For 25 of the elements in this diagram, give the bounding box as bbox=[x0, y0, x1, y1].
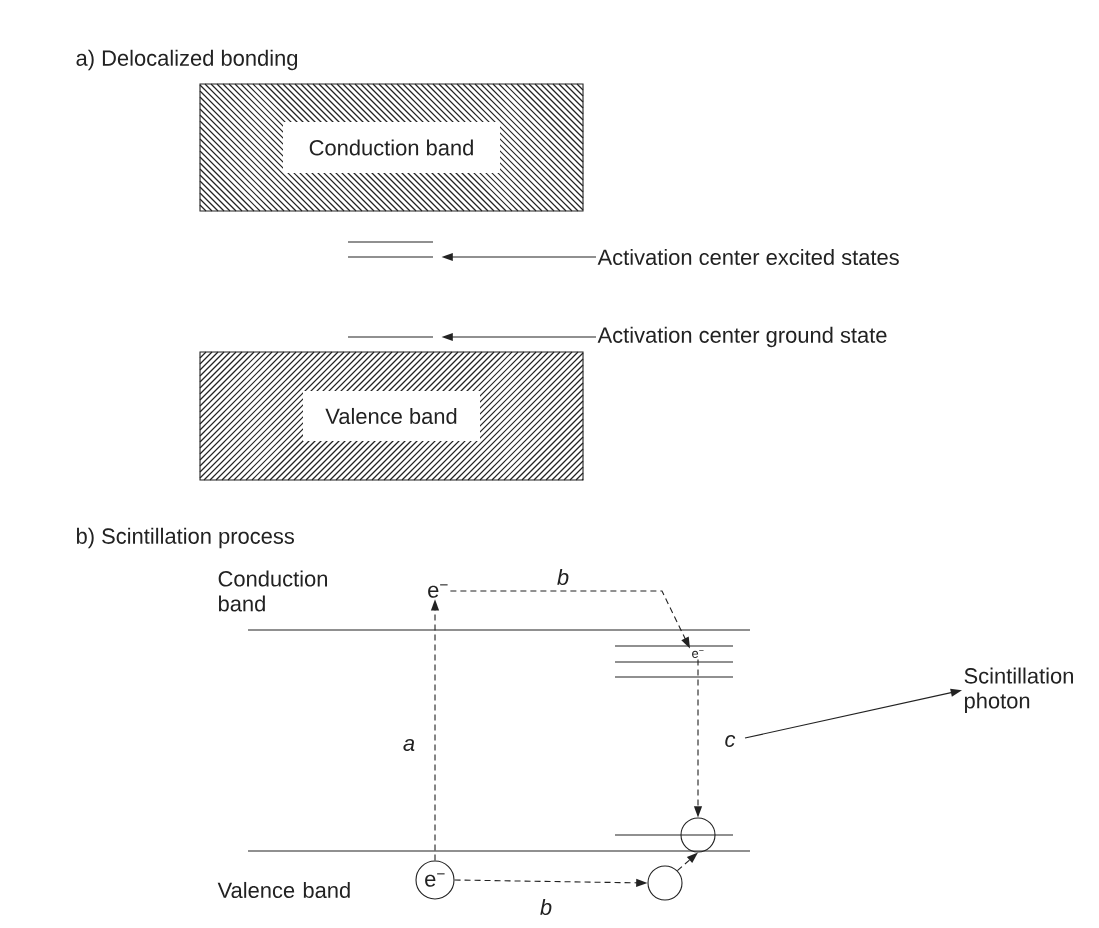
hole-circle bbox=[680, 817, 716, 853]
transition-arrow bbox=[676, 852, 698, 872]
callout-text: Activation center ground state bbox=[597, 326, 887, 348]
transition-arrow bbox=[449, 590, 690, 649]
emission-arrow bbox=[744, 688, 962, 739]
electron-label: e$^{−}$ bbox=[428, 584, 448, 598]
transition-arrow bbox=[430, 599, 440, 861]
callout-text: Scintillation photon bbox=[964, 667, 1073, 713]
section-heading: a) Delocalized bonding bbox=[76, 49, 298, 71]
leader-arrow bbox=[441, 252, 597, 262]
edge-label: b bbox=[538, 897, 554, 917]
edge-label: a bbox=[401, 738, 417, 752]
hole-circle bbox=[647, 865, 683, 901]
section-heading: b) Scintillation process bbox=[76, 527, 294, 549]
section-label: Valence band bbox=[217, 881, 350, 899]
section-label: Conduction band bbox=[218, 570, 327, 612]
edge-label: c bbox=[723, 734, 737, 748]
leader-arrow bbox=[441, 332, 597, 342]
energy-level-line bbox=[347, 241, 434, 258]
energy-level-line bbox=[347, 336, 434, 338]
transition-arrow bbox=[454, 878, 648, 887]
electron-label: e$^{−}$ bbox=[692, 650, 704, 658]
callout-text: Activation center excited states bbox=[597, 248, 899, 266]
transition-arrow bbox=[693, 658, 703, 818]
edge-label: b bbox=[555, 567, 571, 587]
